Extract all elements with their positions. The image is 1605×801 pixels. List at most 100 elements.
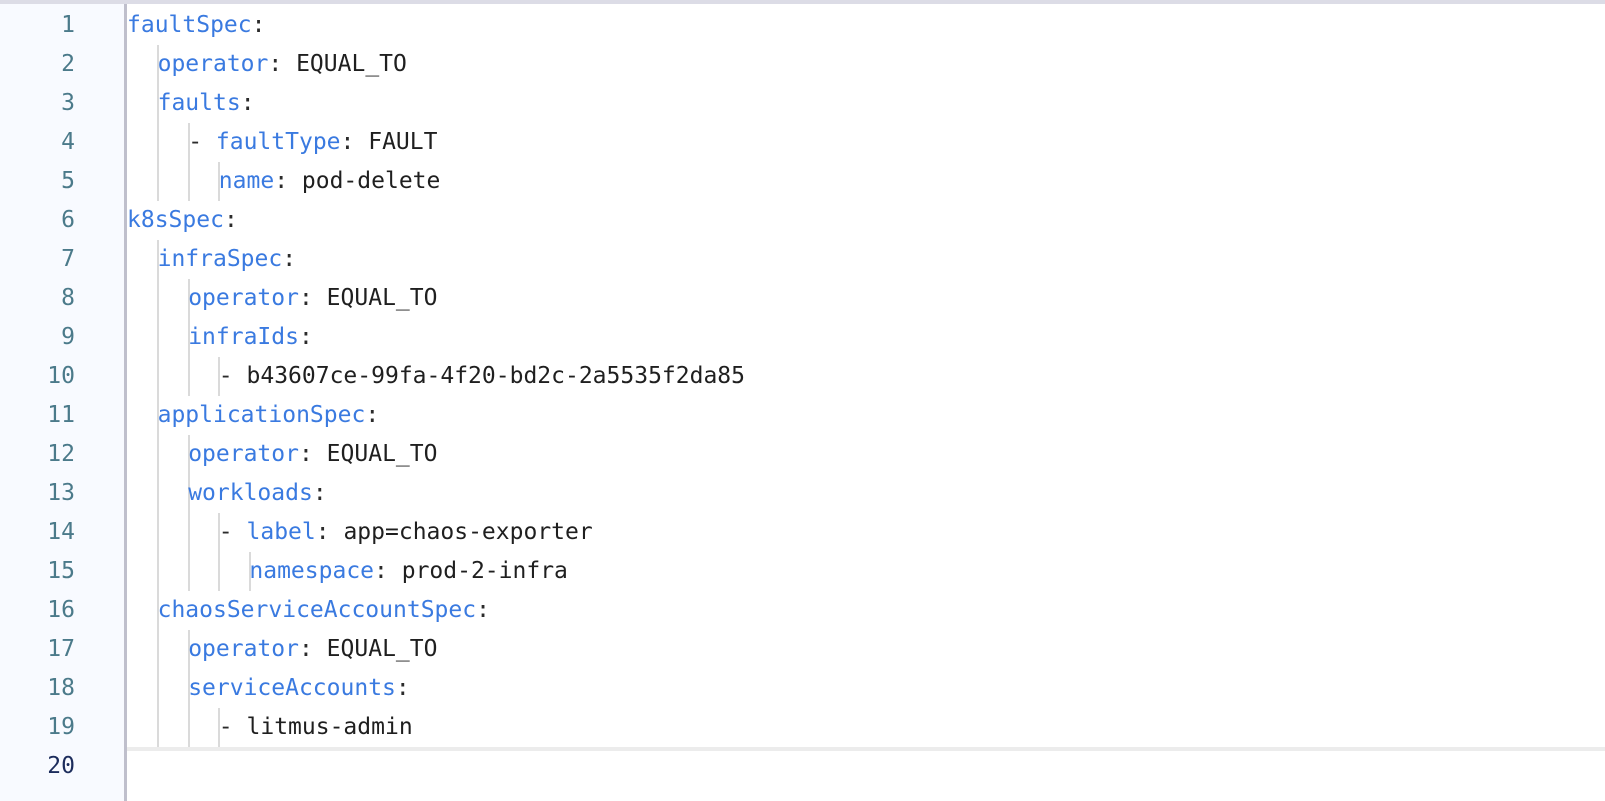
indent-guide <box>187 435 190 474</box>
yaml-value: litmus-admin <box>246 714 413 740</box>
yaml-colon: : <box>240 90 255 116</box>
yaml-colon: : <box>223 207 238 233</box>
line-number: 15 <box>47 558 75 584</box>
indent-guide <box>157 513 159 552</box>
line-number: 14 <box>47 519 75 545</box>
yaml-value: pod-delete <box>288 168 441 194</box>
code-line[interactable]: infraSpec: <box>127 240 1605 279</box>
indent-guide <box>157 240 159 279</box>
indent-guide <box>157 591 159 630</box>
yaml-value: EQUAL_TO <box>312 636 438 662</box>
yaml-key: name <box>218 168 275 194</box>
line-number: 19 <box>47 714 75 740</box>
yaml-colon: : <box>315 519 330 545</box>
yaml-colon: : <box>340 129 355 155</box>
indent-guide <box>187 123 190 162</box>
line-number: 16 <box>47 597 75 623</box>
indent-guide <box>187 357 190 396</box>
yaml-key: operator <box>157 51 269 77</box>
indent-guide <box>157 552 159 591</box>
yaml-key: workloads <box>188 480 313 506</box>
list-dash: - <box>218 519 247 545</box>
indent-guide <box>218 513 221 552</box>
yaml-key: namespace <box>249 558 375 584</box>
code-line[interactable]: infraIds: <box>127 318 1605 357</box>
line-number: 8 <box>61 285 75 311</box>
code-line-active[interactable] <box>127 747 1605 786</box>
code-line[interactable]: operator: EQUAL_TO <box>127 45 1605 84</box>
yaml-key: chaosServiceAccountSpec <box>157 597 477 623</box>
indent-guide <box>157 669 159 708</box>
code-line[interactable]: k8sSpec: <box>127 201 1605 240</box>
list-dash: - <box>218 714 247 740</box>
line-number: 17 <box>47 636 75 662</box>
code-line[interactable]: - faultType: FAULT <box>127 123 1605 162</box>
line-number: 12 <box>47 441 75 467</box>
yaml-key: faultSpec <box>127 12 252 38</box>
indent-guide <box>157 318 159 357</box>
code-line[interactable]: faults: <box>127 84 1605 123</box>
indent-guide <box>157 630 159 669</box>
indent-guide <box>187 708 190 747</box>
yaml-key: operator <box>188 285 299 311</box>
indent-guide <box>157 162 159 201</box>
yaml-value: b43607ce-99fa-4f20-bd2c-2a5535f2da85 <box>246 363 746 389</box>
indent-guide <box>187 630 190 669</box>
code-line[interactable]: workloads: <box>127 474 1605 513</box>
indent-guide <box>187 279 190 318</box>
line-number: 18 <box>47 675 75 701</box>
yaml-value: FAULT <box>354 129 438 155</box>
code-line[interactable]: chaosServiceAccountSpec: <box>127 591 1605 630</box>
code-line[interactable]: namespace: prod-2-infra <box>127 552 1605 591</box>
list-dash: - <box>188 129 216 155</box>
code-line[interactable]: name: pod-delete <box>127 162 1605 201</box>
list-dash: - <box>218 363 247 389</box>
code-line[interactable]: operator: EQUAL_TO <box>127 630 1605 669</box>
yaml-colon: : <box>298 285 313 311</box>
code-line[interactable]: applicationSpec: <box>127 396 1605 435</box>
code-line[interactable]: operator: EQUAL_TO <box>127 279 1605 318</box>
indent-guide <box>157 396 159 435</box>
indent-guide <box>187 669 190 708</box>
yaml-key: serviceAccounts <box>188 675 396 701</box>
yaml-colon: : <box>365 402 380 428</box>
indent-guide <box>218 552 221 591</box>
indent-guide <box>187 552 190 591</box>
yaml-value: app=chaos-exporter <box>329 519 593 545</box>
indent-guide <box>187 474 190 513</box>
yaml-value: EQUAL_TO <box>312 441 438 467</box>
indent-guide <box>218 357 221 396</box>
line-number: 5 <box>61 168 75 194</box>
line-number: 2 <box>61 51 75 77</box>
indent-guide <box>157 84 159 123</box>
yaml-key: operator <box>188 441 299 467</box>
yaml-key: infraIds <box>188 324 299 350</box>
code-line[interactable]: faultSpec: <box>127 6 1605 45</box>
yaml-colon: : <box>282 246 297 272</box>
yaml-colon: : <box>251 12 266 38</box>
code-line[interactable]: serviceAccounts: <box>127 669 1605 708</box>
yaml-value: EQUAL_TO <box>282 51 407 77</box>
indent-guide <box>157 474 159 513</box>
line-number: 13 <box>47 480 75 506</box>
yaml-colon: : <box>298 441 313 467</box>
line-number: 4 <box>61 129 75 155</box>
line-number: 11 <box>47 402 75 428</box>
code-line[interactable]: operator: EQUAL_TO <box>127 435 1605 474</box>
indent-guide <box>157 708 159 747</box>
indent-guide <box>157 123 159 162</box>
yaml-key: infraSpec <box>157 246 283 272</box>
indent-guide <box>157 435 159 474</box>
yaml-colon: : <box>298 636 313 662</box>
code-line[interactable]: - b43607ce-99fa-4f20-bd2c-2a5535f2da85 <box>127 357 1605 396</box>
code-line[interactable]: - label: app=chaos-exporter <box>127 513 1605 552</box>
code-line[interactable]: - litmus-admin <box>127 708 1605 747</box>
yaml-colon: : <box>395 675 410 701</box>
yaml-key: operator <box>188 636 299 662</box>
indent-guide <box>187 318 190 357</box>
indent-guide <box>218 708 221 747</box>
yaml-colon: : <box>268 51 283 77</box>
